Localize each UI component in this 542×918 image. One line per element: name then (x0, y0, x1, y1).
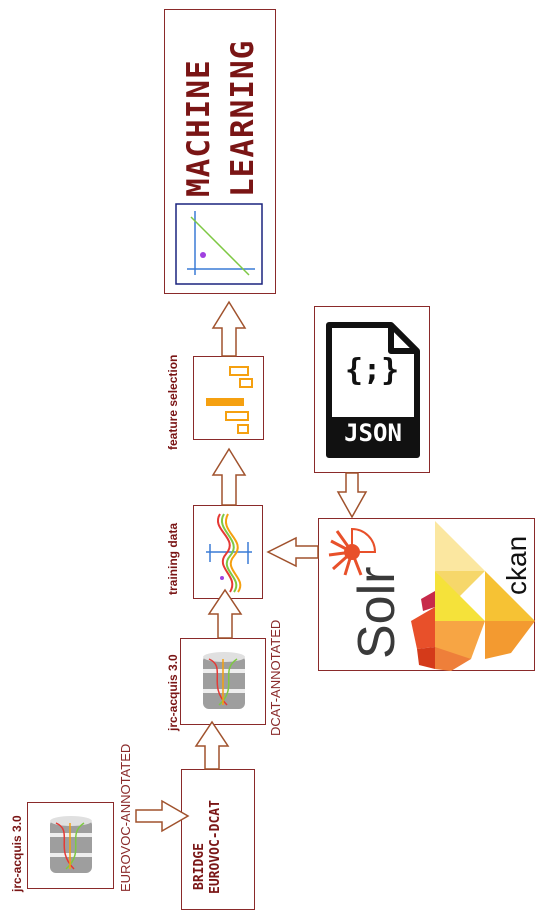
solr-ckan-node: Solr ckan (318, 518, 535, 671)
waveform-icon (206, 513, 252, 593)
bar-chart-icon (206, 366, 253, 434)
ckan-logo-icon (411, 521, 535, 671)
arrow-td-to-fs (211, 447, 247, 506)
solr-logo-icon (328, 527, 377, 576)
json-file-icon (326, 322, 420, 458)
arrow-solr-to-td (266, 536, 319, 568)
machine-learning-node: MACHINE LEARNING (164, 9, 276, 294)
jrc-eurovoc-node (27, 802, 114, 889)
arrow-dcat-to-td (207, 588, 243, 639)
json-braces: {;} (345, 353, 400, 388)
arrow-bridge-to-dcat (194, 720, 230, 770)
ml-plot-icon (175, 203, 263, 285)
database-icon (50, 816, 92, 873)
training-data-node (193, 505, 263, 599)
arrow-json-to-solr (336, 472, 368, 519)
json-node: {;} JSON (314, 306, 430, 473)
jrc-dcat-node (180, 638, 266, 725)
database-icon (203, 652, 245, 709)
json-label: JSON (344, 419, 402, 447)
arrow-eurovoc-to-bridge (135, 799, 190, 833)
arrow-fs-to-ml (211, 300, 247, 357)
